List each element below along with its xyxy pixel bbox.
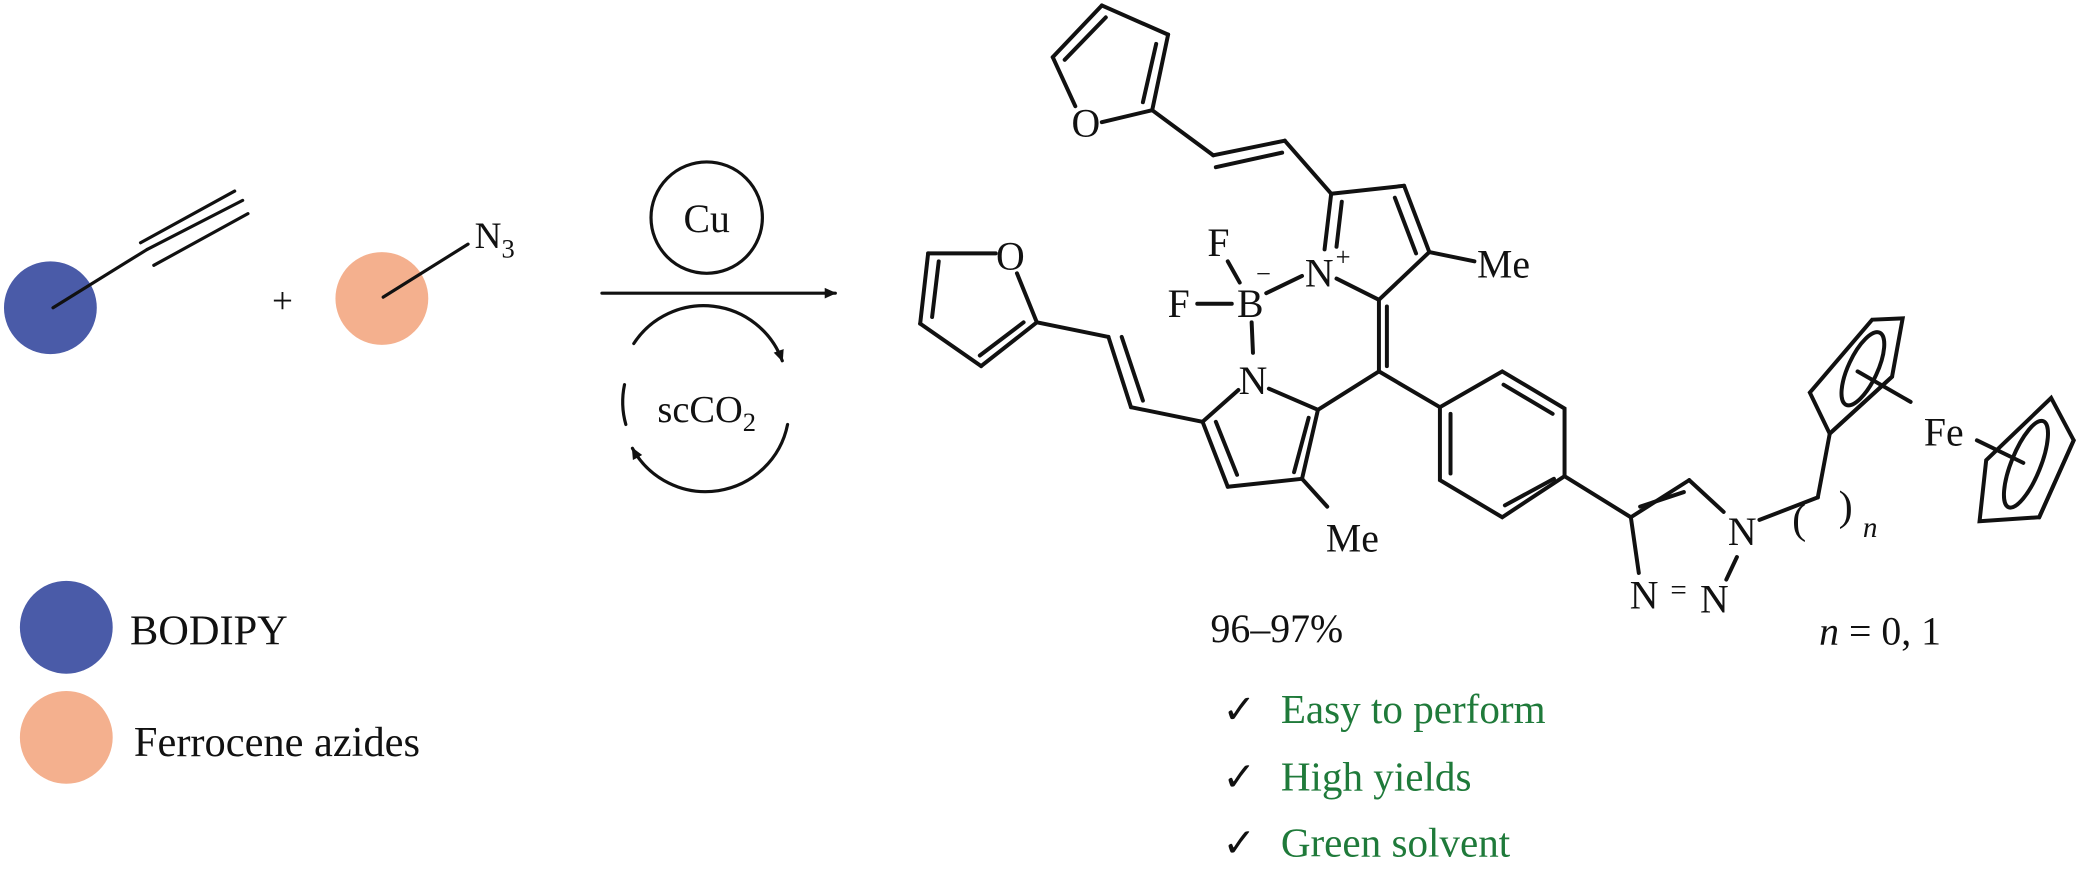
checkmark-icon: ✓ [1222,755,1255,799]
atom-o-top: O [1072,102,1101,146]
advantage-item: High yields [1281,753,1472,799]
advantage-item: Green solvent [1281,820,1511,866]
bodipy-sphere [3,261,97,355]
checkmark-icon: ✓ [1222,688,1255,732]
legend-ferrocene-label: Ferrocene azides [134,719,420,766]
triazole-n2: N [1700,578,1729,622]
legend-bodipy-swatch [19,580,113,674]
advantages-list: ✓ Easy to perform ✓ High yields ✓ Green … [1222,686,1545,866]
catalyst-cu: Cu [649,160,764,275]
atom-f-top: F [1207,221,1229,265]
paren-close: ) [1839,483,1853,530]
triazole-double-bond: = [1670,574,1686,606]
catalyst-label: Cu [683,197,730,241]
n-values: n = 0, 1 [1819,610,1941,654]
atom-f-left: F [1168,282,1190,326]
azide-label: N3 [475,216,515,263]
methyl-top: Me [1477,242,1530,286]
plus-sign: + [272,281,293,322]
ferrocene-azide-reactant: N3 [335,216,515,345]
ferrocene-azide-sphere [335,252,429,345]
legend-bodipy-label: BODIPY [130,608,288,655]
atom-b: B [1237,282,1264,326]
atom-n-lower: N [1239,359,1268,403]
atom-o-left: O [996,234,1025,278]
triazole-n1: N [1728,510,1757,554]
atom-fe: Fe [1924,411,1964,455]
triazole-n3: N [1630,574,1659,618]
paren-open: ( [1792,496,1806,543]
legend-ferrocene-swatch [19,690,113,784]
boron-negative-charge: − [1256,259,1271,289]
methyl-bottom: Me [1326,517,1379,561]
chain-length-n: n [1863,512,1878,544]
atom-n-plus: N [1305,252,1334,296]
product-structure: O O F F B − N + N Me Me N N = N ( ) n Fe [918,3,2076,622]
bodipy-alkyne-reactant [3,189,250,355]
nitrogen-positive-charge: + [1336,241,1351,271]
advantage-item: Easy to perform [1281,686,1546,732]
legend: BODIPY Ferrocene azides [19,580,420,784]
checkmark-icon: ✓ [1222,822,1255,866]
solvent-recycle-cycle: scCO2 [621,304,790,494]
solvent-label: scCO2 [657,389,756,437]
product-yield: 96–97% [1211,607,1344,651]
